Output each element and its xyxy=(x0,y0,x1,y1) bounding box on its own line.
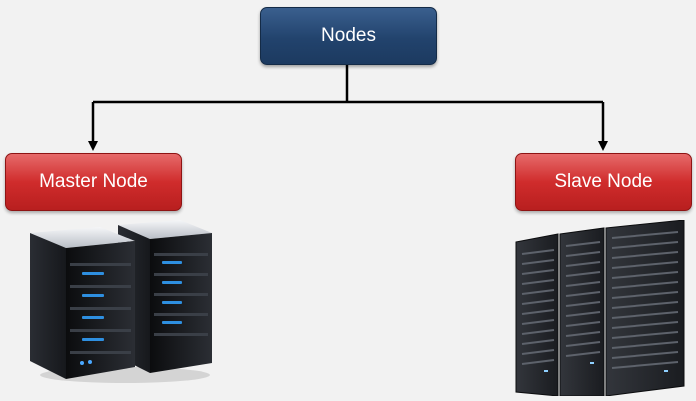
server-rack-icon xyxy=(515,220,685,396)
slave-node-box: Slave Node xyxy=(515,153,692,211)
root-node-label: Nodes xyxy=(321,25,376,46)
server-tower-icon xyxy=(30,220,212,383)
master-node-label: Master Node xyxy=(39,171,148,192)
root-node-box: Nodes xyxy=(260,7,437,65)
slave-node-label: Slave Node xyxy=(554,171,653,192)
master-node-box: Master Node xyxy=(5,153,182,211)
